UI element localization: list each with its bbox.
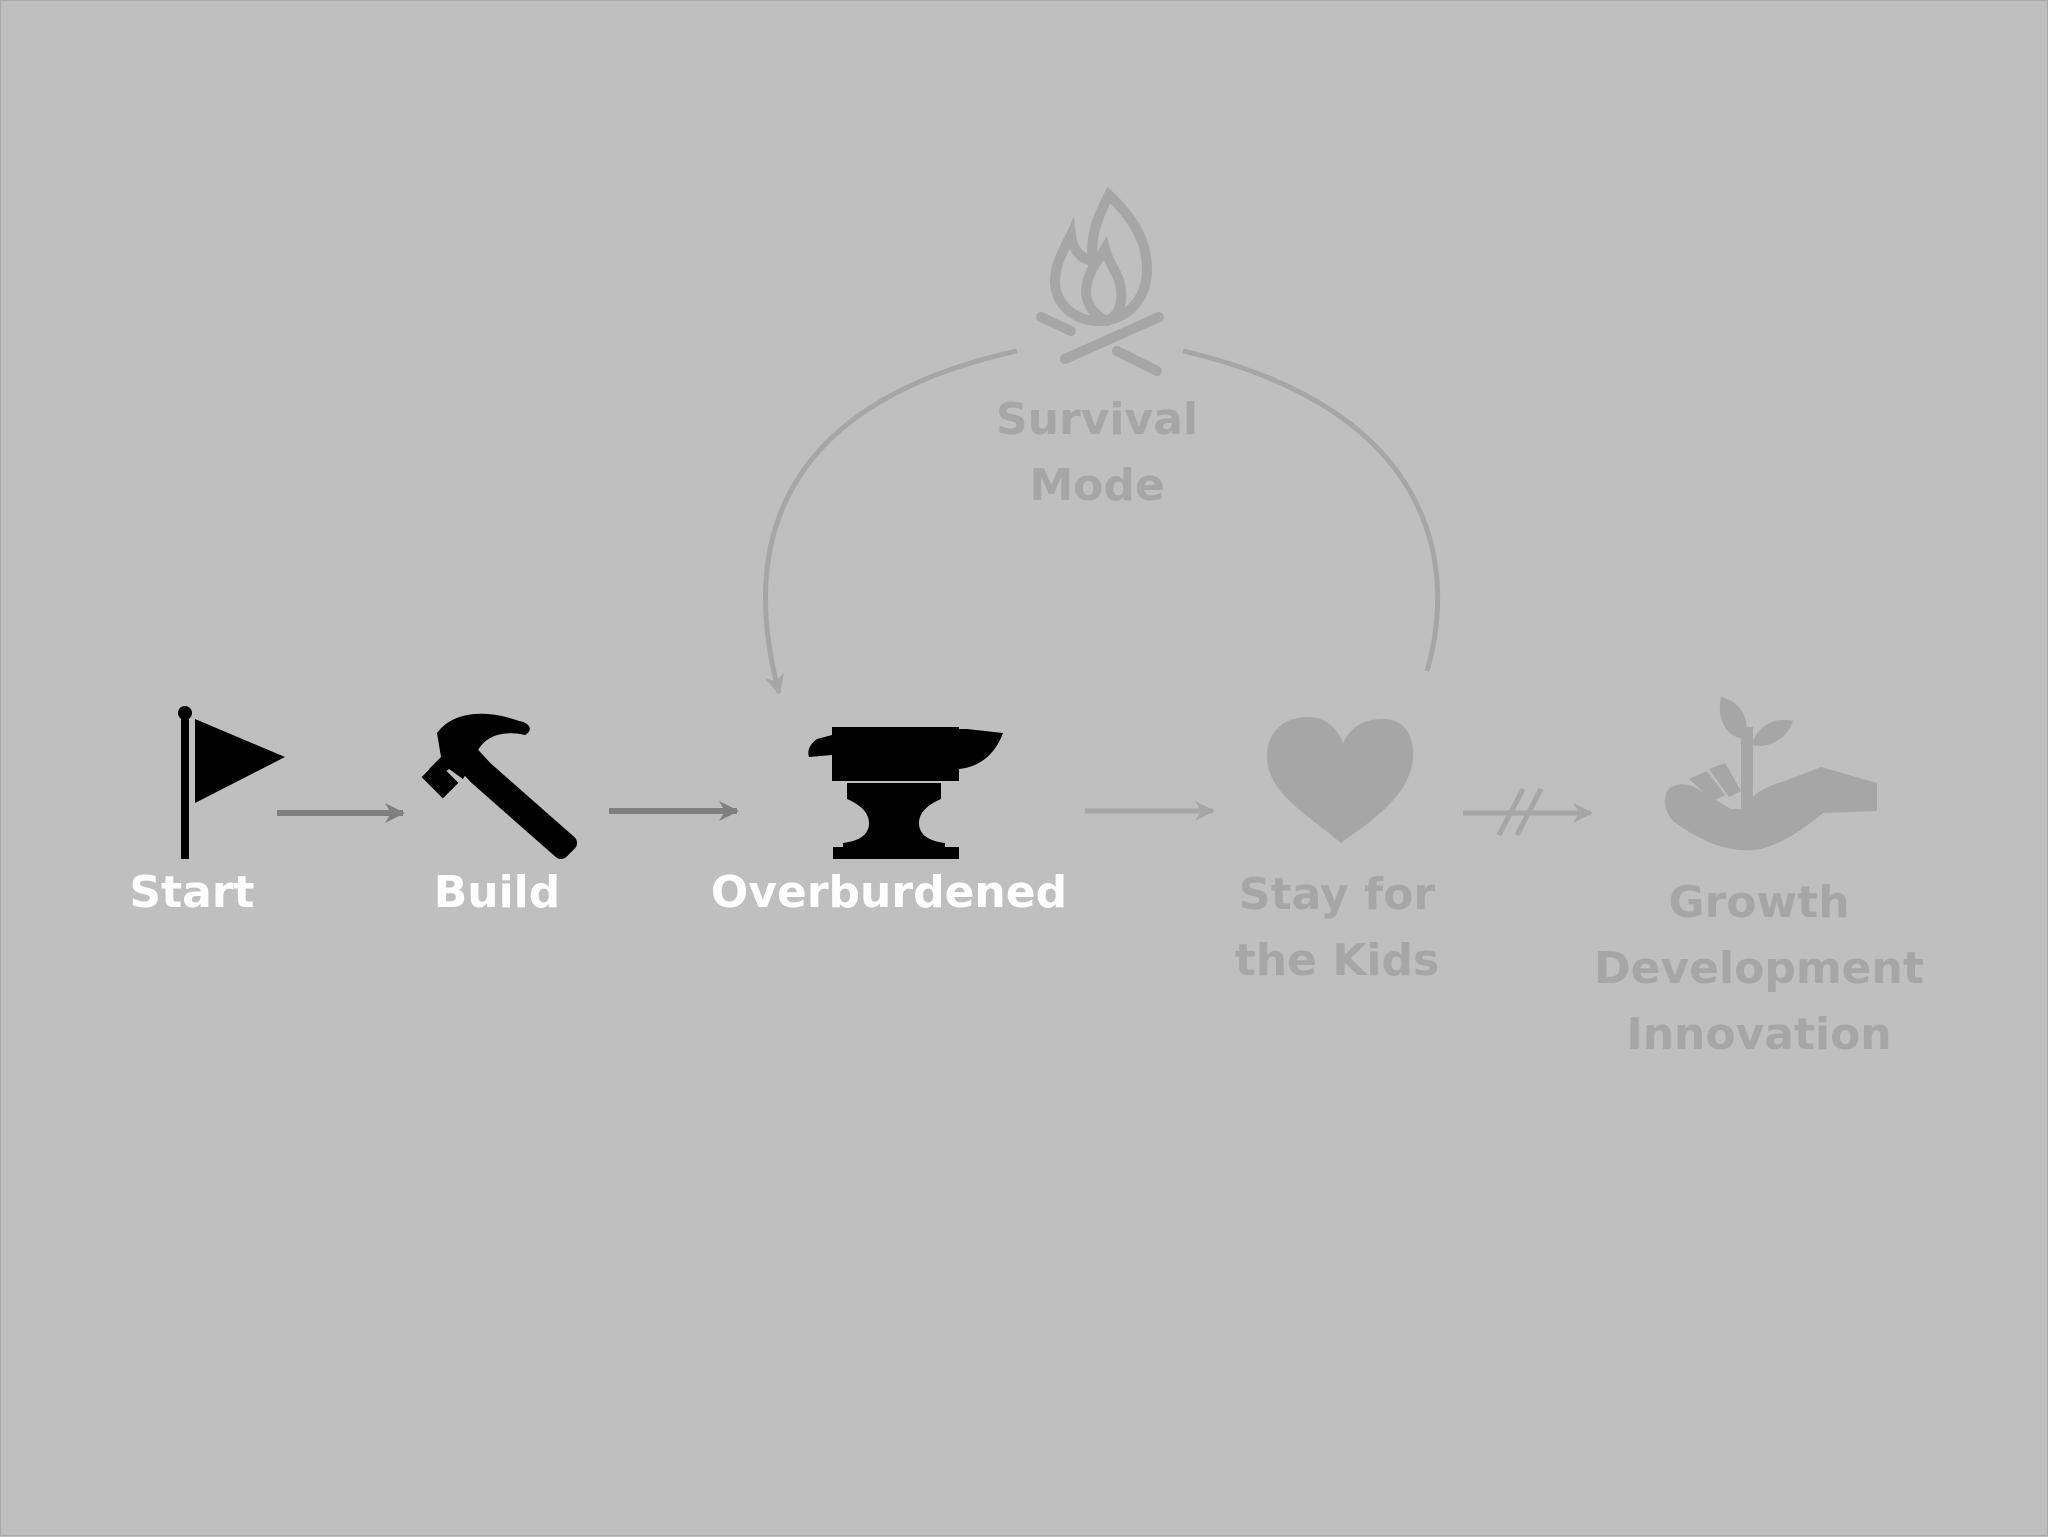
edge-stay-to-growth-blocked bbox=[1463, 787, 1593, 837]
label-overburdened: Overburdened bbox=[704, 860, 1074, 926]
label-survival-line-2: Mode bbox=[1029, 460, 1165, 511]
label-build-line-1: Build bbox=[433, 867, 561, 918]
label-stay-line-1: Stay for bbox=[1238, 869, 1436, 920]
label-overburdened-line-1: Overburdened bbox=[710, 867, 1068, 918]
edge-survival-to-overburdened bbox=[763, 348, 1018, 695]
label-start-line-1: Start bbox=[129, 867, 255, 918]
label-growth-line-1: Growth bbox=[1668, 877, 1850, 928]
label-build: Build bbox=[397, 860, 597, 926]
edge-stay-to-survival bbox=[1182, 348, 1441, 672]
heart-icon bbox=[1267, 717, 1414, 843]
hammer-icon bbox=[421, 713, 577, 859]
label-growth-line-2: Development bbox=[1594, 943, 1924, 994]
flag-icon bbox=[178, 706, 285, 859]
label-stay-line-2: the Kids bbox=[1234, 935, 1440, 986]
label-stay-for-the-kids: Stay for the Kids bbox=[1197, 862, 1477, 994]
label-survival-line-1: Survival bbox=[996, 394, 1198, 445]
label-survival-mode: Survival Mode bbox=[957, 387, 1237, 519]
label-growth-development-innovation: Growth Development Innovation bbox=[1577, 870, 1941, 1068]
label-growth-line-3: Innovation bbox=[1626, 1009, 1892, 1060]
campfire-icon bbox=[1036, 186, 1164, 376]
anvil-icon bbox=[808, 727, 1003, 859]
hand-sprout-icon bbox=[1665, 697, 1877, 851]
label-start: Start bbox=[97, 860, 287, 926]
